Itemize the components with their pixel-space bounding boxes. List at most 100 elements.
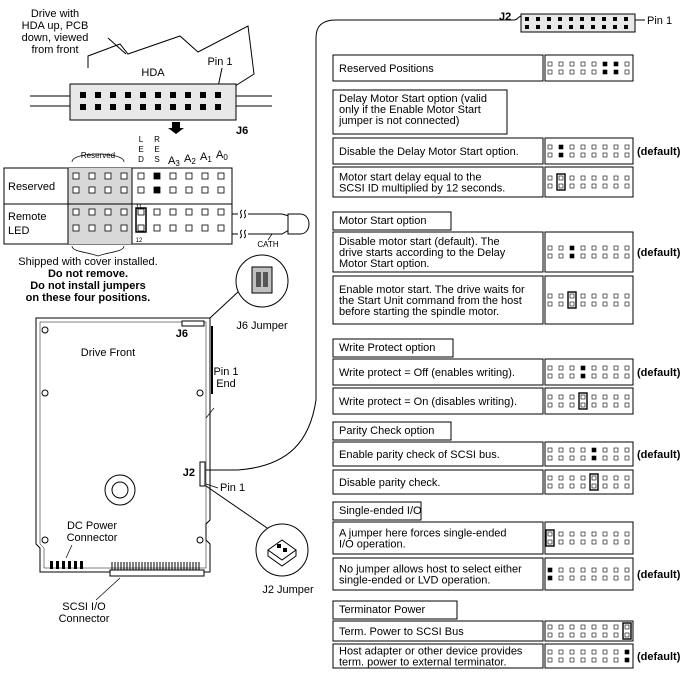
option-row-text-box — [332, 275, 544, 325]
option-row: Disable motor start (default). Thedrive … — [332, 231, 681, 273]
option-row-pin — [613, 373, 619, 379]
j2-header-pin — [547, 17, 551, 21]
dc-power-pin — [80, 561, 83, 569]
j2-header-pin — [525, 17, 529, 21]
option-row-pin — [580, 624, 586, 630]
mount-hole-1 — [41, 326, 49, 334]
j2-header-pin — [558, 17, 562, 21]
option-row-pin — [624, 539, 630, 545]
j2-header-pins — [525, 17, 628, 29]
option-row-text-box — [332, 358, 544, 386]
dc-power-label-2: Connector — [67, 532, 118, 544]
drive-front-label: Drive Front — [81, 347, 135, 359]
option-section-title: Single-ended I/O — [339, 505, 422, 517]
option-row-pin — [580, 455, 586, 461]
option-row-pin — [591, 657, 597, 663]
j6-table-pin — [72, 208, 80, 216]
option-row-pin — [591, 624, 597, 630]
option-row-pin — [547, 245, 553, 251]
option-row-pin — [613, 632, 619, 638]
drive-board-inner-outline — [39, 321, 207, 569]
option-row-pin — [624, 624, 630, 630]
j6-jumper-slot-2 — [263, 272, 268, 287]
option-row-pin — [580, 567, 586, 573]
option-row-pin — [624, 531, 630, 537]
option-row-text: SCSI ID multiplied by 12 seconds. — [339, 183, 505, 195]
j2-pin1-label: Pin 1 — [647, 15, 672, 27]
option-row: Write protect = On (disables writing). — [332, 387, 634, 415]
scsi-io-label-2: Connector — [59, 613, 110, 625]
j6-table-pin — [88, 172, 96, 180]
option-section-5: Single-ended I/OA jumper here forces sin… — [332, 501, 681, 591]
option-row-pin — [547, 183, 553, 189]
option-row-pin — [558, 365, 564, 371]
dc-power-pin — [68, 561, 71, 569]
option-row-pin — [547, 293, 553, 299]
option-row-pin — [558, 475, 564, 481]
option-row-pin — [613, 531, 619, 537]
option-row-pin — [624, 649, 630, 655]
pin1-top-label: Pin 1 — [207, 56, 232, 68]
option-row-text-box — [332, 469, 544, 495]
option-row-pin — [613, 624, 619, 630]
reserved-positions-pin — [558, 61, 564, 67]
option-row-pin — [613, 253, 619, 259]
j6-jumper-slot-1 — [256, 272, 261, 287]
option-row-pin — [558, 245, 564, 251]
option-row-pin — [558, 144, 564, 150]
cover-note-line-4: on these four positions. — [26, 292, 151, 304]
option-row-pin — [624, 567, 630, 573]
cover-note-line-2: Do not remove. — [48, 268, 128, 280]
option-row-pin — [591, 475, 597, 481]
option-row-pin — [547, 144, 553, 150]
option-row-pin — [591, 183, 597, 189]
option-row-pin — [613, 175, 619, 181]
option-row-pin — [591, 253, 597, 259]
reserved-positions-pin — [558, 69, 564, 75]
option-section-title-box — [332, 421, 452, 441]
option-row-pins-box — [544, 521, 634, 555]
reserved-positions-pin — [613, 61, 619, 67]
pin1-small-label: Pin 1 — [220, 482, 245, 494]
j6-top-pin — [170, 92, 176, 98]
remote-led-wires — [232, 209, 297, 239]
option-row-pin — [580, 632, 586, 638]
option-row: Disable the Delay Motor Start option.(de… — [332, 137, 681, 165]
option-row-pin — [624, 301, 630, 307]
cover-note-line-1: Shipped with cover installed. — [18, 256, 157, 268]
option-row-pin — [558, 575, 564, 581]
option-row-pin — [547, 539, 553, 545]
option-row: Enable parity check of SCSI bus.(default… — [332, 441, 681, 467]
dc-power-label-1: DC Power — [67, 520, 117, 532]
option-row-pin — [580, 447, 586, 453]
option-row-pin — [602, 394, 608, 400]
j2-header-pin — [536, 25, 540, 29]
option-row-pin — [569, 632, 575, 638]
option-row-pin — [591, 531, 597, 537]
j2-header-pin — [591, 25, 595, 29]
j2-jumper-hole-2 — [283, 548, 287, 552]
j2-header-pin — [536, 17, 540, 21]
option-row-pin — [569, 394, 575, 400]
j2-header-connector — [520, 13, 636, 33]
option-row-jumper — [578, 392, 588, 410]
j6-table-pins — [72, 172, 225, 233]
option-row-pin — [580, 373, 586, 379]
j6-table-pin — [104, 208, 112, 216]
option-row-pins-box — [544, 441, 634, 467]
option-row-pin — [558, 483, 564, 489]
option-row-pin — [613, 483, 619, 489]
option-row-pin — [613, 245, 619, 251]
default-note: (default) — [637, 247, 681, 259]
option-row-pin — [580, 475, 586, 481]
option-row-jumper — [556, 173, 566, 191]
option-row-pin — [624, 245, 630, 251]
option-row-text: before starting the spindle motor. — [339, 306, 499, 318]
address-col-headers: A3 A2 A1 A0 — [168, 149, 228, 168]
option-row-pin — [569, 245, 575, 251]
option-row-pin — [602, 402, 608, 408]
